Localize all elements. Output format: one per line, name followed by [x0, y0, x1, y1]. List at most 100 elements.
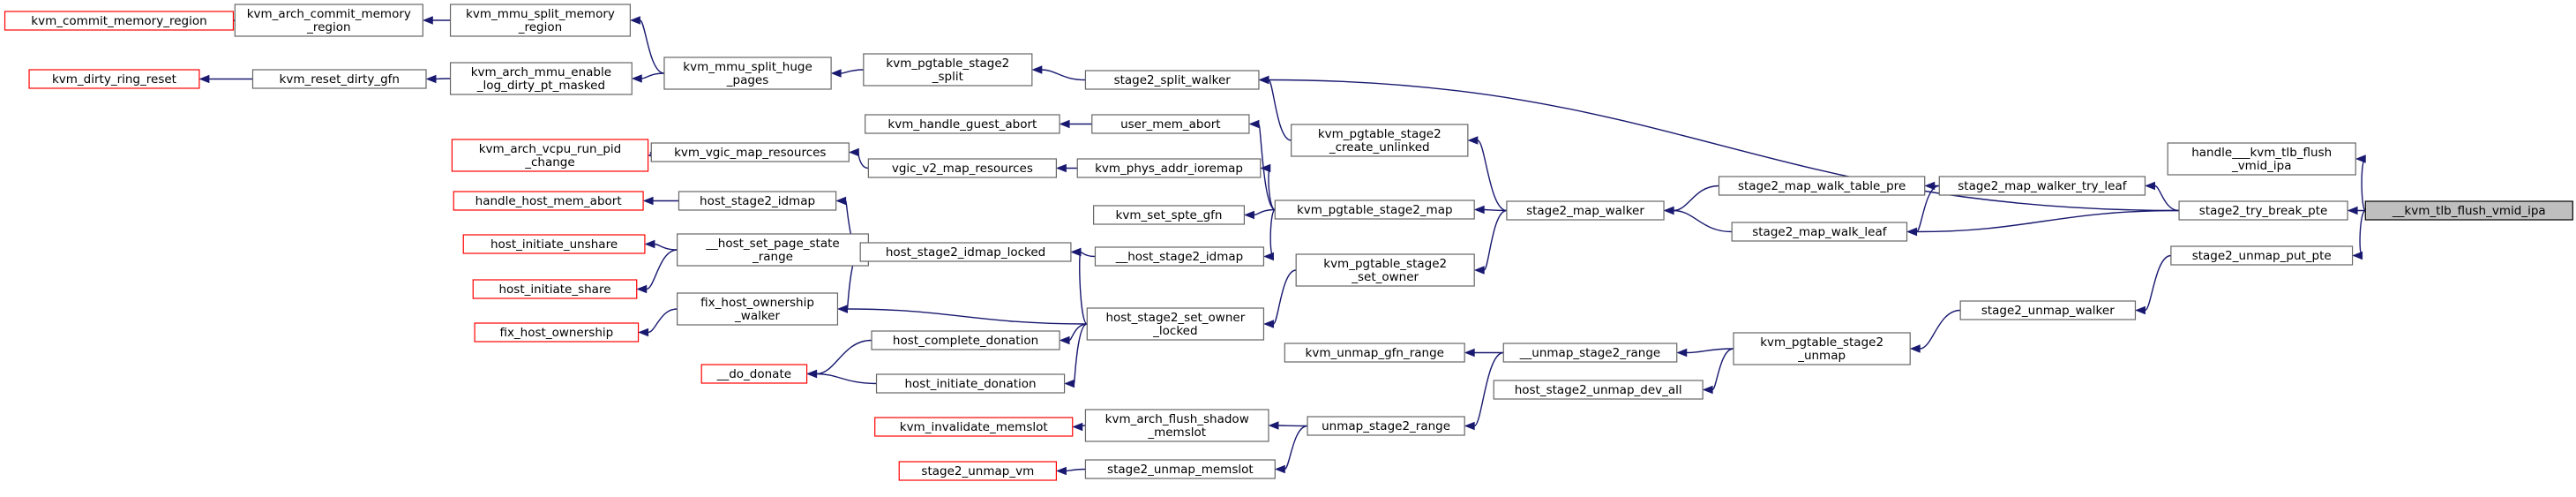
- node-box: [1307, 416, 1465, 436]
- edge-line: [841, 69, 864, 74]
- node-host-stage2-idmap[interactable]: host_stage2_idmap: [678, 191, 837, 211]
- node-kvm-handle-guest-abort[interactable]: kvm_handle_guest_abort: [865, 114, 1060, 134]
- node-host-stage2-unmap-dev-all[interactable]: host_stage2_unmap_dev_all: [1493, 380, 1704, 400]
- node-label: kvm_mmu_split_memory: [466, 7, 615, 21]
- edge-line: [1711, 348, 1734, 391]
- node-vgic-v2-map-resources[interactable]: vgic_v2_map_resources: [867, 158, 1057, 178]
- node-stage2-unmap-put-pte[interactable]: stage2_unmap_put_pte: [2170, 245, 2354, 266]
- node-stage2-map-walk-leaf[interactable]: stage2_map_walk_leaf: [1731, 222, 1908, 242]
- node-label: kvm_arch_vcpu_run_pid: [479, 142, 622, 156]
- node-host-stage2-idmap-[interactable]: __host_stage2_idmap: [1094, 246, 1265, 267]
- node-label: _walker: [734, 309, 780, 323]
- edge-line: [1686, 348, 1734, 354]
- node-box: [449, 62, 633, 95]
- node-box: [1084, 409, 1269, 442]
- node-do-donate[interactable]: __do_donate: [700, 364, 808, 384]
- node-box: [2167, 142, 2356, 176]
- node-label: stage2_try_break_pte: [2199, 204, 2328, 218]
- node-kvm-phys-addr-ioremap[interactable]: kvm_phys_addr_ioremap: [1076, 158, 1262, 178]
- edge-arrowhead: [1924, 181, 1936, 191]
- edge-line: [1483, 209, 1508, 271]
- node-host-set-page-state-range[interactable]: __host_set_page_state_range: [677, 233, 869, 267]
- node-host-complete-donation[interactable]: host_complete_donation: [871, 330, 1060, 350]
- node-kvm-tlb-flush-vmid-ipa[interactable]: __kvm_tlb_flush_vmid_ipa: [2364, 200, 2573, 221]
- node-label: _locked: [1152, 324, 1197, 338]
- node-box: [1091, 114, 1250, 134]
- node-handle-host-mem-abort[interactable]: handle_host_mem_abort: [453, 191, 644, 211]
- node-label: __host_stage2_idmap: [1115, 250, 1244, 264]
- node-stage2-map-walker[interactable]: stage2_map_walker: [1506, 200, 1665, 221]
- node-box: [251, 69, 427, 89]
- node-kvm-arch-commit-memory-region[interactable]: kvm_arch_commit_memory_region: [234, 4, 423, 37]
- node-fix-host-ownership-walker[interactable]: fix_host_ownership_walker: [677, 292, 839, 326]
- node-box: [1094, 246, 1265, 267]
- node-kvm-unmap-gfn-range[interactable]: kvm_unmap_gfn_range: [1284, 343, 1465, 363]
- node-box: [650, 142, 850, 162]
- node-unmap-stage2-range[interactable]: unmap_stage2_range: [1307, 416, 1465, 436]
- node-stage2-unmap-vm[interactable]: stage2_unmap_vm: [898, 461, 1057, 481]
- edge-line: [1473, 351, 1504, 427]
- edge-unmap_stage2_range_-to-unmap_stage2_range: [1464, 351, 1504, 431]
- edge-stage2_try_break_pte-to-stage2_map_walk_leaf: [1906, 209, 2180, 237]
- node-box: [2178, 200, 2348, 221]
- node-kvm-mmu-split-huge-pages[interactable]: kvm_mmu_split_huge_pages: [663, 56, 832, 90]
- node-kvm-set-spte-gfn[interactable]: kvm_set_spte_gfn: [1093, 205, 1246, 225]
- node-kvm-pgtable-stage2-create-unlinked[interactable]: kvm_pgtable_stage2_create_unlinked: [1291, 124, 1469, 157]
- node-label: kvm_phys_addr_ioremap: [1095, 162, 1243, 176]
- node-stage2-map-walker-try-leaf[interactable]: stage2_map_walker_try_leaf: [1938, 176, 2146, 196]
- node-host-initiate-share[interactable]: host_initiate_share: [472, 279, 638, 299]
- node-label: __unmap_stage2_range: [1519, 346, 1660, 360]
- node-user-mem-abort[interactable]: user_mem_abort: [1091, 114, 1250, 134]
- node-kvm-invalidate-memslot[interactable]: kvm_invalidate_memslot: [874, 417, 1074, 437]
- node-label: stage2_unmap_vm: [921, 464, 1034, 478]
- node-kvm-arch-vcpu-run-pid-change[interactable]: kvm_arch_vcpu_run_pid_change: [451, 139, 649, 172]
- edge-arrowhead: [1274, 464, 1285, 474]
- node-label: host_initiate_unshare: [490, 237, 618, 252]
- node-host-initiate-donation[interactable]: host_initiate_donation: [875, 373, 1066, 394]
- node-label: __kvm_tlb_flush_vmid_ipa: [2392, 204, 2546, 218]
- edge-arrowhead: [1260, 163, 1271, 173]
- node-label: _change: [524, 155, 574, 169]
- node-label: _range: [752, 250, 793, 264]
- node-kvm-arch-flush-shadow-memslot[interactable]: kvm_arch_flush_shadow_memslot: [1084, 409, 1269, 442]
- node-label: host_complete_donation: [893, 334, 1038, 348]
- node-kvm-arch-mmu-enable-log-dirty-pt-masked[interactable]: kvm_arch_mmu_enable_log_dirty_pt_masked: [449, 62, 633, 95]
- node-fix-host-ownership[interactable]: fix_host_ownership: [474, 322, 640, 343]
- edge-line: [816, 373, 877, 385]
- node-stage2-unmap-walker[interactable]: stage2_unmap_walker: [1959, 300, 2137, 320]
- node-host-initiate-unshare[interactable]: host_initiate_unshare: [462, 234, 646, 254]
- node-label: kvm_arch_commit_memory: [247, 7, 411, 21]
- node-kvm-vgic-map-resources[interactable]: kvm_vgic_map_resources: [650, 142, 850, 162]
- edge-line: [1066, 468, 1086, 472]
- node-box: [859, 242, 1072, 262]
- edge-host_initiate_donation-to-do_donate: [806, 369, 877, 385]
- edge-arrowhead: [1059, 119, 1070, 129]
- node-kvm-pgtable-stage2-split[interactable]: kvm_pgtable_stage2_split: [863, 53, 1033, 87]
- node-host-stage2-set-owner-locked[interactable]: host_stage2_set_owner_locked: [1086, 307, 1265, 341]
- node-label: _set_owner: [1351, 270, 1419, 284]
- node-kvm-mmu-split-memory-region[interactable]: kvm_mmu_split_memory_region: [449, 4, 631, 37]
- node-label: kvm_invalidate_memslot: [900, 420, 1048, 434]
- node-label: _split: [932, 70, 963, 84]
- node-unmap-stage2-range-[interactable]: __unmap_stage2_range: [1502, 343, 1678, 363]
- node-label: _log_dirty_pt_masked: [476, 79, 605, 93]
- edge-stage2_split_walker-to-kvm_pgtable_stage2_split: [1031, 65, 1086, 81]
- node-kvm-dirty-ring-reset[interactable]: kvm_dirty_ring_reset: [28, 69, 200, 89]
- node-stage2-map-walk-table-pre[interactable]: stage2_map_walk_table_pre: [1718, 176, 1926, 196]
- node-handle-kvm-tlb-flush-vmid-ipa[interactable]: handle___kvm_tlb_flush_vmid_ipa: [2167, 142, 2356, 176]
- node-stage2-split-walker[interactable]: stage2_split_walker: [1084, 70, 1260, 90]
- node-kvm-reset-dirty-gfn[interactable]: kvm_reset_dirty_gfn: [251, 69, 427, 89]
- node-label: kvm_pgtable_stage2: [1318, 127, 1442, 141]
- node-kvm-pgtable-stage2-set-owner[interactable]: kvm_pgtable_stage2_set_owner: [1295, 253, 1475, 287]
- edge-user_mem_abort-to-kvm_handle_guest_abort: [1059, 119, 1092, 129]
- node-host-stage2-idmap-locked[interactable]: host_stage2_idmap_locked: [859, 242, 1072, 262]
- node-stage2-try-break-pte[interactable]: stage2_try_break_pte: [2178, 200, 2348, 221]
- node-box: [1295, 253, 1475, 287]
- edge-arrowhead: [425, 74, 437, 84]
- node-kvm-pgtable-stage2-map[interactable]: kvm_pgtable_stage2_map: [1274, 200, 1475, 220]
- node-box: [1502, 343, 1678, 363]
- node-box: [1959, 300, 2137, 320]
- node-stage2-unmap-memslot[interactable]: stage2_unmap_memslot: [1084, 459, 1276, 479]
- node-kvm-pgtable-stage2-unmap[interactable]: kvm_pgtable_stage2_unmap: [1733, 332, 1911, 365]
- node-kvm-commit-memory-region[interactable]: kvm_commit_memory_region: [4, 11, 235, 31]
